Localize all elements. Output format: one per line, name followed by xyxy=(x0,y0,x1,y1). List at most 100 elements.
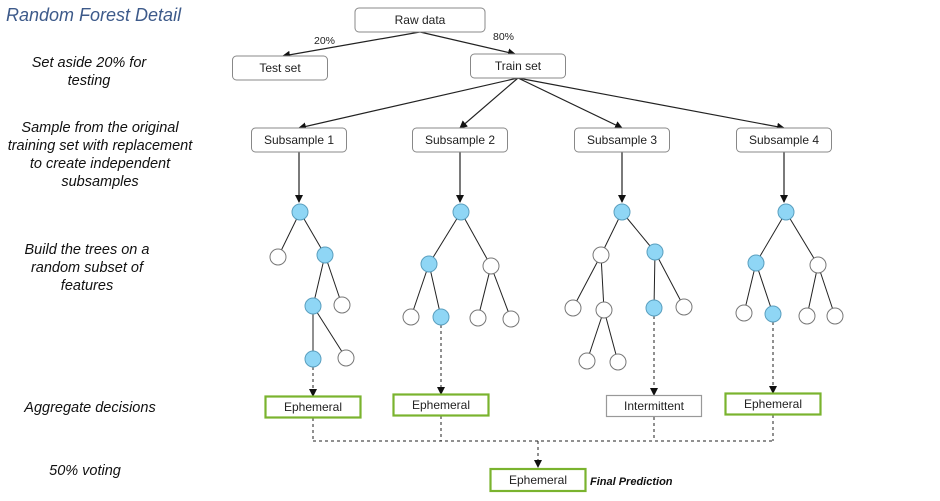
subsample-box-2-border xyxy=(412,127,508,153)
tree-3-branch xyxy=(603,309,619,363)
subsample-box-1-border xyxy=(251,127,347,153)
raw-data-box-text: Raw data xyxy=(395,13,446,27)
tree-2-node-active xyxy=(420,255,438,273)
tree-3-node xyxy=(609,353,627,371)
tree-2-branch xyxy=(410,263,430,318)
test-set-box-border xyxy=(232,55,328,81)
tree-1-node-active xyxy=(304,350,322,368)
tree-1-node-active xyxy=(316,246,334,264)
tree-3-node xyxy=(595,301,613,319)
subsample-box-3-text: Subsample 3 xyxy=(587,133,657,147)
tree-1-node xyxy=(269,248,287,266)
tree-3-node xyxy=(564,299,582,317)
test-percent-label: 20% xyxy=(314,35,335,47)
tree-3-node-active xyxy=(613,203,631,221)
tree-4-branch xyxy=(817,264,836,317)
step-label-set-aside: Set aside 20% for testing xyxy=(31,55,147,89)
tree-1-node xyxy=(337,349,355,367)
tree-2-node xyxy=(402,308,420,326)
tree-2-node xyxy=(502,310,520,328)
subsample-box-3-border xyxy=(574,127,670,153)
train-percent-label: 80% xyxy=(493,31,514,43)
arrow-train-to-subsample-2 xyxy=(459,77,519,129)
tree-4-node-active xyxy=(764,305,782,323)
subsample-box-4-border xyxy=(736,127,832,153)
tree-3-branch xyxy=(654,251,685,308)
subsample-box-2: Subsample 2 xyxy=(412,127,508,153)
arrow-train-to-subsample-4 xyxy=(517,77,785,131)
subsample-box-4-text: Subsample 4 xyxy=(749,133,819,147)
tree-3-node-active xyxy=(646,243,664,261)
tree-2-branch xyxy=(490,265,512,320)
tree-1-branch xyxy=(312,305,347,359)
decision-box-1-text: Ephemeral xyxy=(284,400,342,414)
tree-3-branch xyxy=(653,251,656,309)
final-prediction-label: Final Prediction xyxy=(590,476,673,488)
arrow-train-to-subsample-1 xyxy=(298,77,519,131)
tree-2-branch xyxy=(477,265,492,319)
subsample-box-1: Subsample 1 xyxy=(251,127,347,153)
decision-box-3: Intermittent xyxy=(605,394,703,418)
tree-1-node-active xyxy=(291,203,309,221)
tree-1-branch xyxy=(312,254,326,307)
tree-3-branch xyxy=(621,211,656,253)
tree-1-node xyxy=(333,296,351,314)
tree-2-node-active xyxy=(452,203,470,221)
arrow-raw-to-test xyxy=(282,31,421,59)
tree-1-node-active xyxy=(304,297,322,315)
tree-3-node xyxy=(675,298,693,316)
train-set-box: Train set xyxy=(470,53,566,79)
decision-box-1-border xyxy=(264,395,362,419)
decision-box-4-text: Ephemeral xyxy=(744,397,802,411)
decision-box-3-text: Intermittent xyxy=(624,399,685,413)
subsample-box-3: Subsample 3 xyxy=(574,127,670,153)
tree-4-branch xyxy=(743,262,757,314)
arrow-raw-to-train xyxy=(419,31,516,57)
train-set-box-border xyxy=(470,53,566,79)
subsample-box-2-text: Subsample 2 xyxy=(425,133,495,147)
subsample-box-4: Subsample 4 xyxy=(736,127,832,153)
tree-4-node xyxy=(798,307,816,325)
final-decision-box-border xyxy=(489,467,587,493)
tree-3-branch xyxy=(600,254,605,311)
raw-data-box-border xyxy=(354,7,486,33)
tree-3-branch xyxy=(572,254,602,309)
tree-4-node xyxy=(735,304,753,322)
tree-2-node xyxy=(482,257,500,275)
tree-4-branch xyxy=(755,211,787,264)
tree-2-branch xyxy=(460,211,492,267)
train-set-box-text: Train set xyxy=(495,59,542,73)
decision-box-2-text: Ephemeral xyxy=(412,398,470,412)
tree-4-branch xyxy=(785,211,819,266)
decision-box-3-border xyxy=(605,394,703,418)
tree-3-node xyxy=(592,246,610,264)
test-set-box: Test set xyxy=(232,55,328,81)
tree-4-branch xyxy=(806,264,819,317)
step-label-build: Build the trees on a random subset of fe… xyxy=(24,242,150,294)
tree-1-branch xyxy=(324,254,343,306)
final-decision-box: Ephemeral xyxy=(489,467,587,493)
step-label-sample: Sample from the original training set wi… xyxy=(7,120,193,190)
tree-3-node xyxy=(578,352,596,370)
tree-4-node xyxy=(826,307,844,325)
test-set-box-text: Test set xyxy=(259,61,301,75)
tree-2-branch xyxy=(428,263,442,318)
tree-4-node-active xyxy=(747,254,765,272)
tree-3-branch xyxy=(586,309,605,362)
arrow-train-to-subsample-3 xyxy=(517,77,623,129)
decision-box-4: Ephemeral xyxy=(724,392,822,416)
page-title: Random Forest Detail xyxy=(6,5,182,25)
raw-data-box: Raw data xyxy=(354,7,486,33)
decision-box-4-border xyxy=(724,392,822,416)
tree-3-node-active xyxy=(645,299,663,317)
tree-2-node xyxy=(469,309,487,327)
decision-box-1: Ephemeral xyxy=(264,395,362,419)
tree-2-node-active xyxy=(432,308,450,326)
step-label-voting: 50% voting xyxy=(49,463,121,479)
step-label-aggregate: Aggregate decisions xyxy=(24,400,156,416)
decision-box-2-border xyxy=(392,393,490,417)
decision-box-2: Ephemeral xyxy=(392,393,490,417)
tree-4-branch xyxy=(755,262,774,315)
tree-4-node xyxy=(809,256,827,274)
